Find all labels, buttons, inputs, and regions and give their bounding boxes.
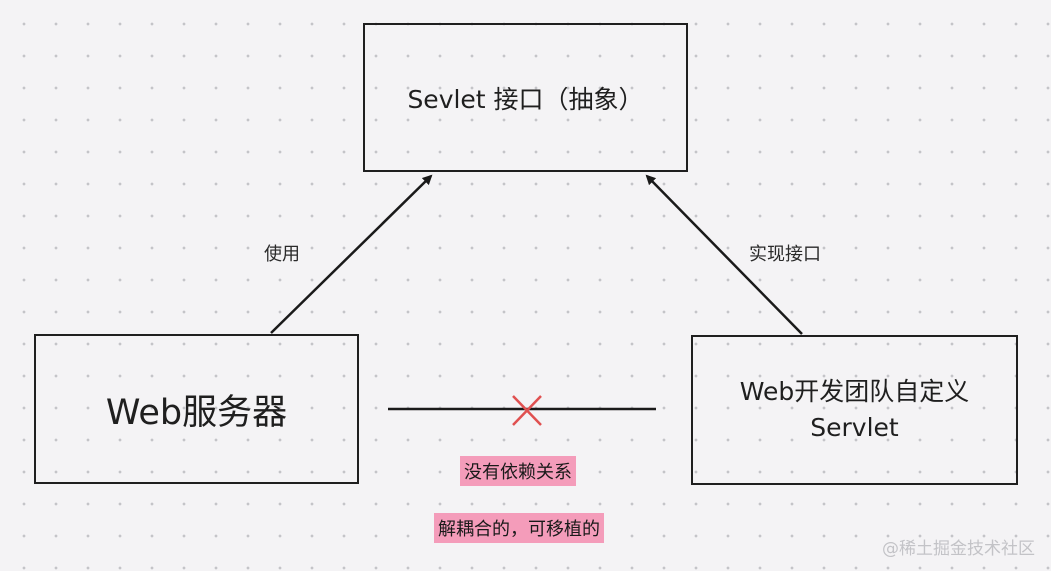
servlet-interface-label: Sevlet 接口（抽象） <box>407 84 644 114</box>
custom-servlet-label-line1: Web开发团队自定义 <box>739 376 970 406</box>
arrow-use <box>270 174 433 334</box>
servlet-interface-box: Sevlet 接口（抽象） <box>363 23 688 172</box>
note-decoupled: 解耦合的，可移植的 <box>434 513 604 543</box>
web-server-label: Web服务器 <box>105 392 288 433</box>
web-server-box: Web服务器 <box>34 334 359 484</box>
edge-label-implement: 实现接口 <box>749 244 821 265</box>
arrow-implement <box>645 174 803 335</box>
note-no-dependency: 没有依赖关系 <box>460 456 576 486</box>
custom-servlet-label-line2: Servlet <box>810 413 899 442</box>
edge-label-use: 使用 <box>264 244 300 265</box>
watermark: @稀土掘金技术社区 <box>882 539 1035 559</box>
cross-icon <box>512 395 542 426</box>
custom-servlet-box: Web开发团队自定义 Servlet <box>691 335 1018 485</box>
